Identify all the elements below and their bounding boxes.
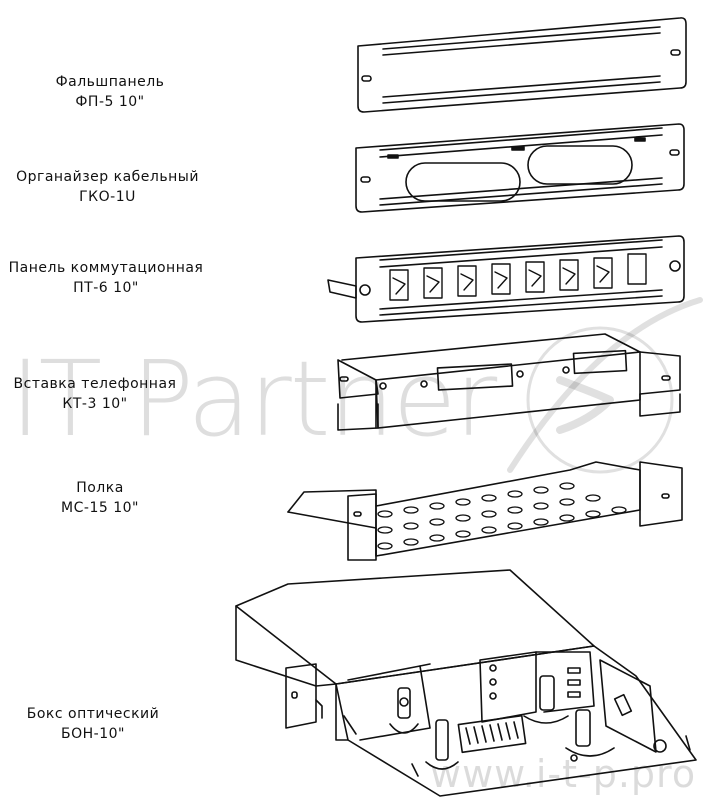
- label-telephone-insert-model: КТ-3 10": [62, 396, 128, 412]
- label-patch-panel-model: ПТ-6 10": [73, 280, 139, 296]
- label-optical-box: Бокс оптический БОН-10": [8, 704, 178, 744]
- label-telephone-insert: Вставка телефонная КТ-3 10": [0, 374, 190, 414]
- telephone-insert-drawing: [337, 333, 681, 431]
- label-false-panel-model: ФП-5 10": [75, 94, 145, 110]
- label-cable-organizer: Органайзер кабельный ГКО-1U: [0, 167, 215, 207]
- label-telephone-insert-name: Вставка телефонная: [13, 376, 177, 392]
- cable-organizer-drawing: [355, 123, 685, 213]
- label-cable-organizer-name: Органайзер кабельный: [16, 169, 199, 185]
- label-optical-box-name: Бокс оптический: [26, 706, 160, 722]
- label-shelf-name: Полка: [76, 480, 124, 496]
- label-shelf: Полка МС-15 10": [40, 478, 160, 518]
- watermark-url: www.i-t-p.pro: [430, 752, 697, 796]
- shelf-drawing: [287, 461, 683, 561]
- label-false-panel: Фальшпанель ФП-5 10": [20, 72, 200, 112]
- optical-box-drawing: [235, 569, 697, 797]
- watermark-brand: IT Partner: [10, 338, 497, 460]
- label-patch-panel-name: Панель коммутационная: [8, 260, 204, 276]
- label-false-panel-name: Фальшпанель: [55, 74, 165, 90]
- label-optical-box-model: БОН-10": [61, 726, 125, 742]
- label-cable-organizer-model: ГКО-1U: [79, 189, 136, 205]
- label-patch-panel: Панель коммутационная ПТ-6 10": [0, 258, 212, 298]
- watermark-logo: [507, 297, 703, 474]
- patch-panel-drawing: [327, 235, 685, 323]
- false-panel-drawing: [357, 17, 687, 113]
- label-shelf-model: МС-15 10": [61, 500, 139, 516]
